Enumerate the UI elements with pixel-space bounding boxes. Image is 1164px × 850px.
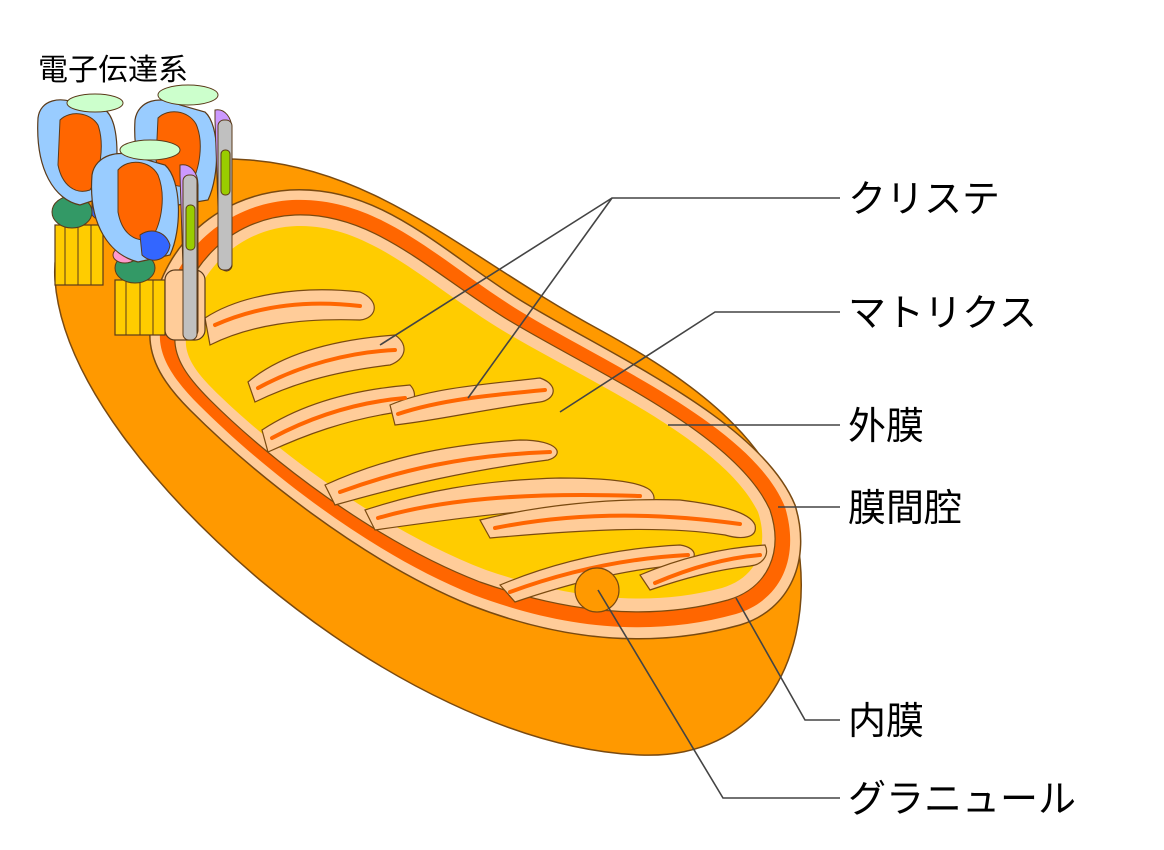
cristae-interior-lines — [213, 301, 762, 594]
crista-4 — [389, 377, 554, 426]
labels: 電子伝達系 クリステ マトリクス 外膜 膜間腔 内膜 グラニュール — [38, 53, 1076, 821]
label-granule: グラニュール — [848, 777, 1076, 821]
label-etc: 電子伝達系 — [38, 53, 188, 88]
leader-granule — [597, 589, 840, 799]
etc-complex-3 — [90, 139, 206, 341]
mitochondrion-body — [54, 158, 802, 756]
crista-6 — [364, 477, 655, 531]
label-cristae: クリステ — [848, 177, 1000, 221]
label-inner-membrane: 内膜 — [848, 699, 924, 743]
label-matrix: マトリクス — [848, 291, 1037, 335]
leader-lines — [379, 197, 840, 799]
leader-matrix — [559, 311, 840, 413]
label-outer-membrane: 外膜 — [848, 404, 924, 448]
leader-inner-membrane — [735, 597, 840, 721]
leader-cristae-b — [467, 197, 613, 399]
granule — [574, 567, 620, 613]
crista-7 — [479, 499, 756, 539]
electron-transport-complexes — [37, 84, 233, 341]
label-intermembrane-space: 膜間腔 — [848, 486, 962, 530]
